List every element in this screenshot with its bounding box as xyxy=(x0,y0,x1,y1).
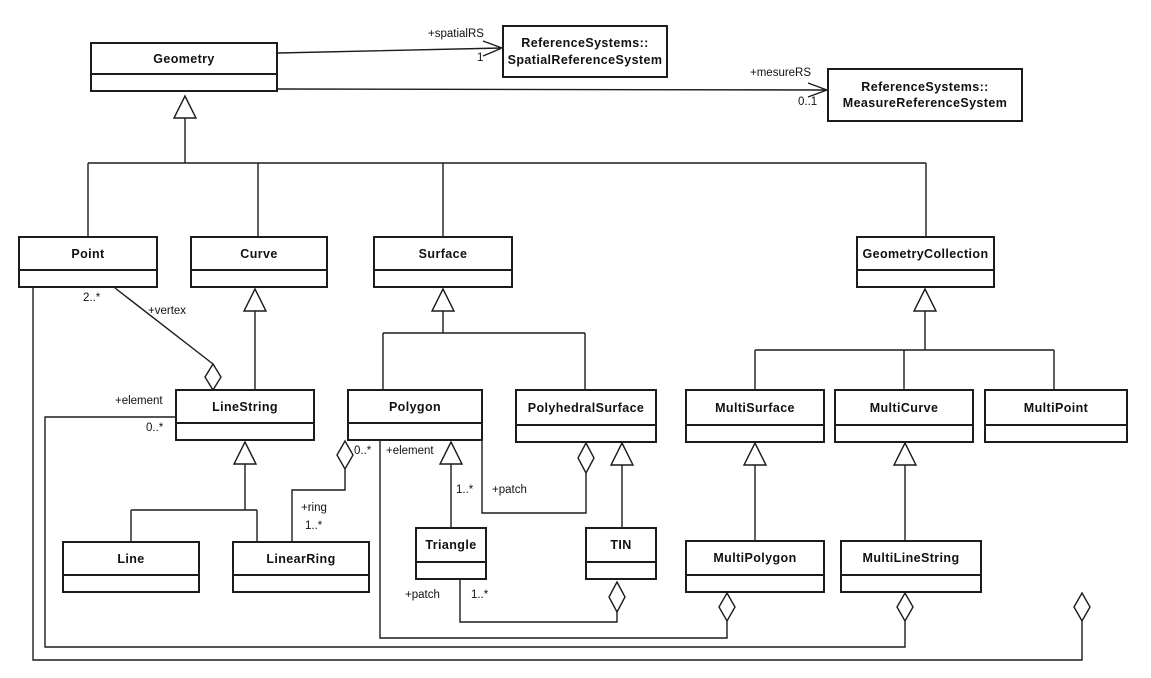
generalization-geometrycollection-tree xyxy=(754,287,1055,389)
class-name: Geometry xyxy=(153,51,215,66)
label-linestring-element-role: +element xyxy=(115,395,163,407)
attributes-compartment xyxy=(64,574,198,591)
attributes-compartment xyxy=(192,269,326,286)
generalization-triangle-polygon xyxy=(438,440,464,527)
attributes-compartment xyxy=(842,574,980,591)
generalization-multipolygon-multisurface xyxy=(742,441,768,540)
label-ring-role: +ring xyxy=(301,502,327,514)
label-polygon-patch-role: +patch xyxy=(492,484,527,496)
label-linestring-element-multiplicity: 0..* xyxy=(146,422,164,434)
class-name: MultiPolygon xyxy=(713,551,797,565)
generalization-multilinestring-multicurve xyxy=(892,441,918,540)
label-mesurers-multiplicity: 0..1 xyxy=(798,96,818,108)
association-mesurers-line xyxy=(277,82,828,98)
generalization-linestring-tree xyxy=(130,440,258,541)
label-triangle-patch-multiplicity: 1..* xyxy=(471,589,489,601)
class-name: ReferenceSystems:: MeasureReferenceSyste… xyxy=(842,79,1008,110)
class-measurereferencesystem: ReferenceSystems:: MeasureReferenceSyste… xyxy=(827,68,1023,122)
class-linearring: LinearRing xyxy=(232,541,370,593)
class-curve: Curve xyxy=(190,236,328,288)
class-geometry: Geometry xyxy=(90,42,278,92)
attributes-compartment xyxy=(517,424,655,441)
attributes-compartment xyxy=(92,73,276,90)
class-name: LineString xyxy=(212,399,278,414)
class-surface: Surface xyxy=(373,236,513,288)
class-multicurve: MultiCurve xyxy=(834,389,974,443)
class-name: TIN xyxy=(610,538,632,552)
label-polygon-element-role: +element xyxy=(386,445,434,457)
class-name: MultiLineString xyxy=(862,551,960,565)
class-geometrycollection: GeometryCollection xyxy=(856,236,995,288)
class-name: PolyhedralSurface xyxy=(527,400,645,415)
attributes-compartment xyxy=(687,424,823,441)
class-multisurface: MultiSurface xyxy=(685,389,825,443)
aggregation-multipoint-element-point xyxy=(32,288,1091,661)
class-linestring: LineString xyxy=(175,389,315,441)
label-mesurers-role: +mesureRS xyxy=(750,67,812,79)
generalization-surface-tree xyxy=(382,287,586,389)
generalization-geometry-tree xyxy=(87,94,927,236)
attributes-compartment xyxy=(234,574,368,591)
aggregation-multipolygon-element-polygon xyxy=(379,441,736,639)
aggregation-polygon-ring-linearring xyxy=(291,439,354,541)
class-polyhedralsurface: PolyhedralSurface xyxy=(515,389,657,443)
attributes-compartment xyxy=(417,561,485,578)
association-spatialrs-line xyxy=(277,40,503,57)
label-polygon-element-multiplicity: 0..* xyxy=(354,445,372,457)
class-tin: TIN xyxy=(585,527,657,580)
attributes-compartment xyxy=(177,422,313,439)
attributes-compartment xyxy=(687,574,823,591)
class-name: GeometryCollection xyxy=(862,246,989,261)
class-name: Surface xyxy=(418,246,468,261)
class-multipoint: MultiPoint xyxy=(984,389,1128,443)
label-ring-multiplicity: 1..* xyxy=(305,520,323,532)
attributes-compartment xyxy=(587,561,655,578)
label-spatialrs-role: +spatialRS xyxy=(428,28,484,40)
aggregation-point-vertex-linestring xyxy=(114,287,222,392)
class-line: Line xyxy=(62,541,200,593)
class-triangle: Triangle xyxy=(415,527,487,580)
class-spatialreferencesystem: ReferenceSystems:: SpatialReferenceSyste… xyxy=(502,25,668,78)
attributes-compartment xyxy=(20,269,156,286)
aggregation-polyhedralsurface-patch-polygon xyxy=(481,441,595,514)
attributes-compartment xyxy=(836,424,972,441)
class-name: Line xyxy=(117,551,145,566)
class-point: Point xyxy=(18,236,158,288)
attributes-compartment xyxy=(858,269,993,286)
label-vertex-role: +vertex xyxy=(148,305,187,317)
label-spatialrs-multiplicity: 1 xyxy=(477,52,484,64)
class-name: MultiSurface xyxy=(715,400,795,415)
class-multilinestring: MultiLineString xyxy=(840,540,982,593)
label-polygon-patch-multiplicity: 1..* xyxy=(456,484,474,496)
class-multipolygon: MultiPolygon xyxy=(685,540,825,593)
class-name: MultiPoint xyxy=(1023,400,1089,415)
class-name: Curve xyxy=(240,246,278,261)
class-name: Triangle xyxy=(425,538,477,552)
class-name: MultiCurve xyxy=(869,400,939,415)
aggregation-multilinestring-element-linestring xyxy=(44,416,914,648)
label-triangle-patch-role: +patch xyxy=(405,589,440,601)
class-name: ReferenceSystems:: SpatialReferenceSyste… xyxy=(507,36,663,67)
attributes-compartment xyxy=(375,269,511,286)
label-vertex-multiplicity: 2..* xyxy=(83,292,101,304)
aggregation-tin-patch-triangle xyxy=(459,580,626,623)
generalization-tin-polyhedralsurface xyxy=(609,441,635,527)
class-name: Point xyxy=(71,246,105,261)
attributes-compartment xyxy=(349,422,481,439)
class-polygon: Polygon xyxy=(347,389,483,441)
class-name: Polygon xyxy=(388,399,442,414)
generalization-curve-linestring xyxy=(242,287,268,389)
attributes-compartment xyxy=(986,424,1126,441)
class-name: LinearRing xyxy=(266,551,336,566)
